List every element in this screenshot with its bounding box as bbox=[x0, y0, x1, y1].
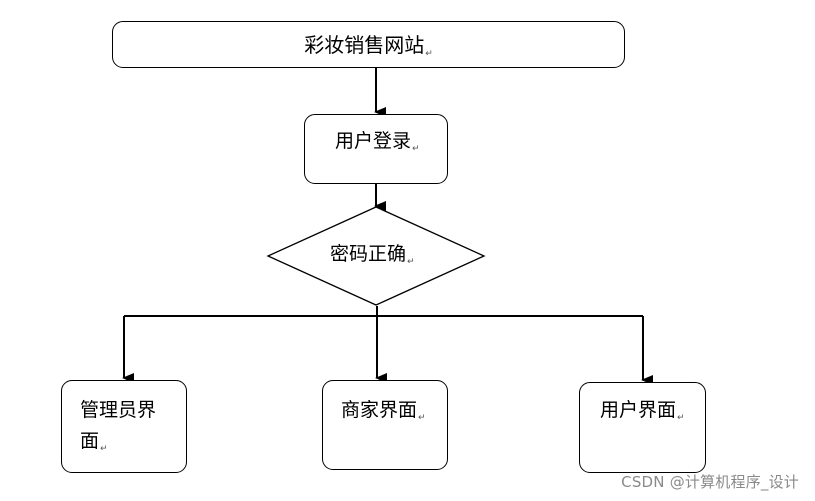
website-node-label: 彩妆销售网站 bbox=[304, 33, 425, 57]
paragraph-mark: ↵ bbox=[677, 413, 685, 423]
password-check-label-wrap: 密码正确↵ bbox=[330, 240, 415, 276]
website-node: 彩妆销售网站↵ bbox=[112, 21, 625, 68]
watermark: CSDN @计算机程序_设计 bbox=[621, 473, 799, 491]
admin-node-label-line1: 管理员界 bbox=[80, 399, 157, 421]
user-node-label: 用户界面 bbox=[600, 399, 677, 421]
admin-node: 管理员界 面↵ bbox=[61, 380, 187, 473]
paragraph-mark: ↵ bbox=[100, 444, 108, 454]
paragraph-mark: ↵ bbox=[412, 144, 420, 154]
login-node: 用户登录↵ bbox=[304, 114, 448, 184]
merchant-node-label: 商家界面 bbox=[341, 399, 418, 421]
admin-node-label-line2: 面 bbox=[80, 430, 100, 452]
password-check-diamond bbox=[266, 206, 486, 306]
merchant-node: 商家界面↵ bbox=[322, 380, 448, 470]
user-node: 用户界面↵ bbox=[579, 382, 706, 473]
paragraph-mark: ↵ bbox=[418, 413, 426, 423]
password-check-label: 密码正确 bbox=[330, 243, 407, 265]
paragraph-mark: ↵ bbox=[407, 257, 415, 267]
paragraph-mark: ↵ bbox=[425, 49, 433, 59]
login-node-label: 用户登录 bbox=[335, 130, 412, 152]
